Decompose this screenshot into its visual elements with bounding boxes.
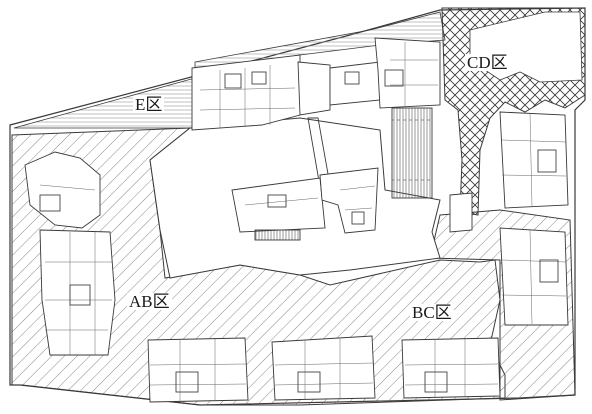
parking-area bbox=[391, 107, 433, 199]
zone-label-cd: CD区 bbox=[465, 53, 510, 72]
ab-hatch-area bbox=[11, 127, 506, 406]
small-block bbox=[449, 192, 473, 233]
e-building bbox=[191, 37, 441, 131]
ab-buildings bbox=[24, 151, 116, 356]
bc-buildings bbox=[147, 335, 501, 403]
zone-label-e: E区 bbox=[133, 95, 165, 114]
east-buildings bbox=[499, 111, 569, 326]
central-building bbox=[231, 167, 379, 241]
zone-label-bc: BC区 bbox=[410, 303, 454, 322]
e-strip bbox=[13, 77, 196, 129]
zone-label-ab: AB区 bbox=[127, 292, 172, 311]
